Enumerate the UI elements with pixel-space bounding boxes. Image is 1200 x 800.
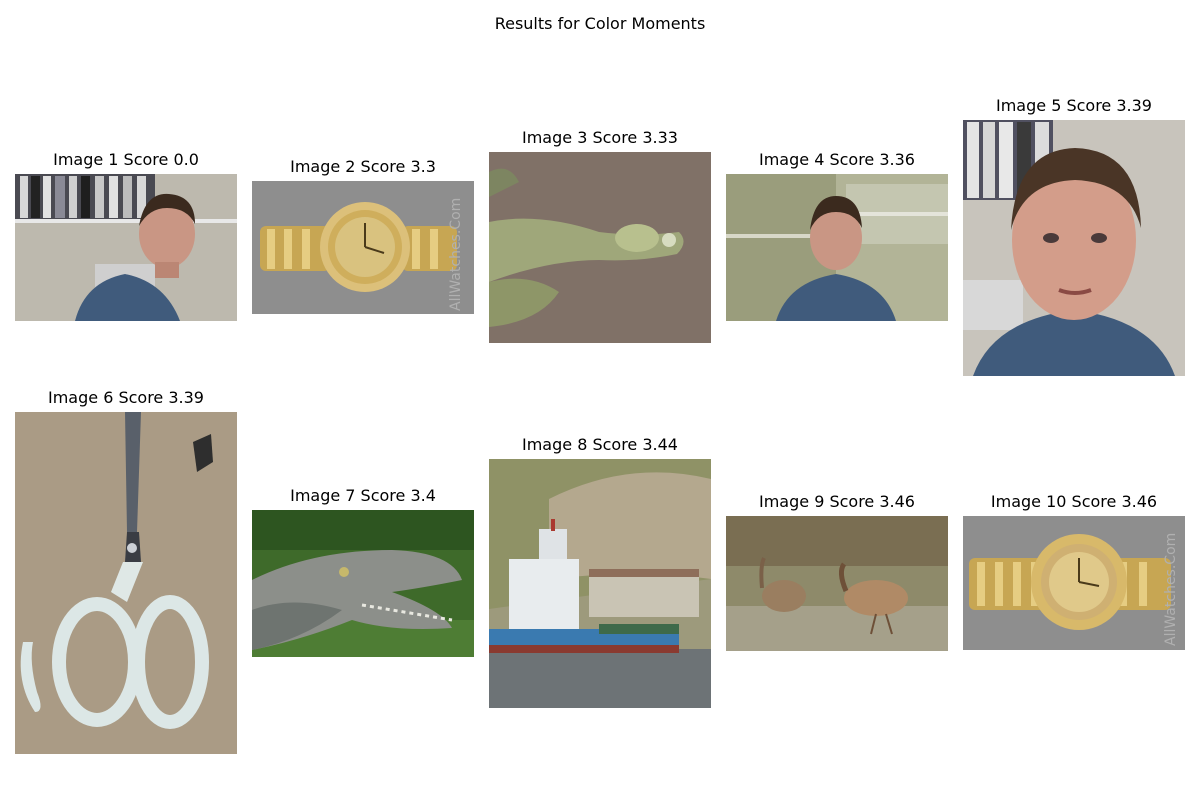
watermark-text: AllWatches.Com	[448, 198, 464, 311]
ship-harbor-image-8	[489, 459, 711, 708]
result-caption-5: Image 5 Score 3.39	[996, 96, 1152, 115]
gold-watch-image-10: AllWatches.Com	[963, 516, 1185, 650]
result-cell-2: Image 2 Score 3.3 AllWatches.Com	[252, 157, 474, 315]
crocodile-grass-image-7	[252, 510, 474, 657]
man-office-image-1	[15, 174, 237, 321]
result-cell-10: Image 10 Score 3.46 AllWatches.Com	[963, 492, 1185, 651]
result-caption-6: Image 6 Score 3.39	[48, 388, 204, 407]
result-cell-5: Image 5 Score 3.39	[963, 96, 1185, 377]
result-cell-3: Image 3 Score 3.33	[489, 128, 711, 344]
watermark-text: AllWatches.Com	[1163, 533, 1179, 646]
result-cell-7: Image 7 Score 3.4	[252, 486, 474, 658]
man-office-image-4	[726, 174, 948, 321]
result-caption-9: Image 9 Score 3.46	[759, 492, 915, 511]
result-caption-8: Image 8 Score 3.44	[522, 435, 678, 454]
result-caption-10: Image 10 Score 3.46	[990, 492, 1158, 511]
man-face-image-5	[963, 120, 1185, 376]
crocodile-gravel-image-3	[489, 152, 711, 343]
result-cell-4: Image 4 Score 3.36	[726, 150, 948, 322]
result-caption-1: Image 1 Score 0.0	[53, 150, 199, 169]
result-cell-6: Image 6 Score 3.39	[15, 388, 237, 755]
scissors-image-6	[15, 412, 237, 754]
result-caption-3: Image 3 Score 3.33	[522, 128, 678, 147]
result-cell-8: Image 8 Score 3.44	[489, 435, 711, 709]
gold-watch-image-2: AllWatches.Com	[252, 181, 474, 314]
result-caption-2: Image 2 Score 3.3	[290, 157, 436, 176]
result-cell-1: Image 1 Score 0.0	[15, 150, 237, 322]
result-cell-9: Image 9 Score 3.46	[726, 492, 948, 652]
figure-title: Results for Color Moments	[494, 14, 706, 33]
result-caption-4: Image 4 Score 3.36	[759, 150, 915, 169]
result-caption-7: Image 7 Score 3.4	[290, 486, 436, 505]
emus-field-image-9	[726, 516, 948, 651]
